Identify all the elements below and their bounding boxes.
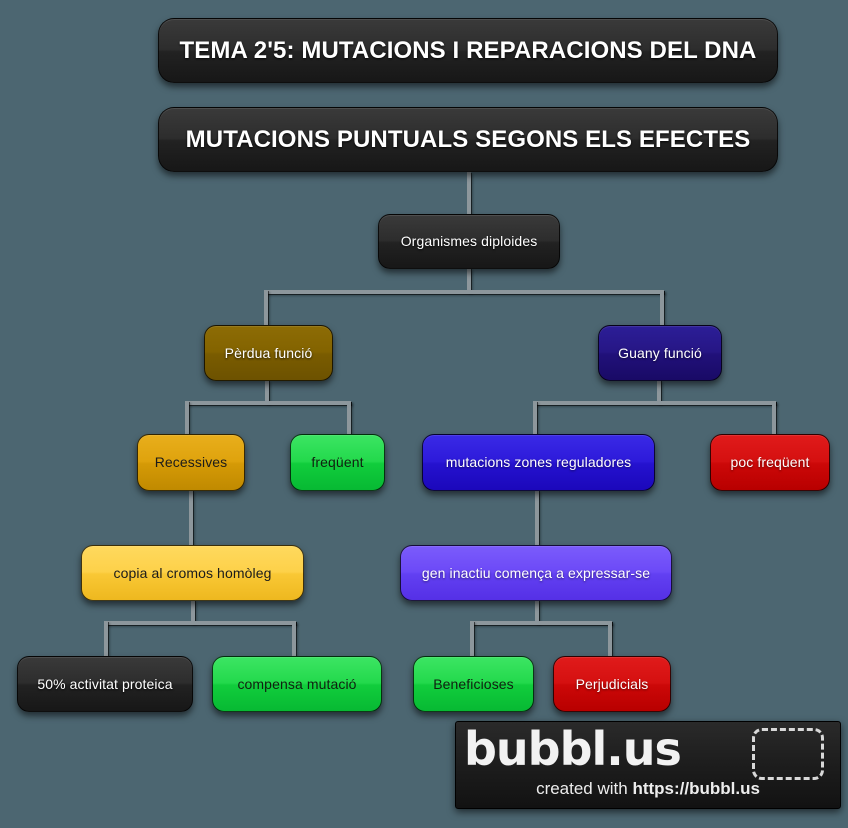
node-organismes-diploides[interactable]: Organismes diploides: [378, 214, 560, 269]
node-perdua-funcio[interactable]: Pèrdua funció: [204, 325, 333, 381]
connector-root-stem: [467, 268, 471, 292]
node-gen-inactiu-expressar-label: gen inactiu comença a expressar-se: [421, 564, 651, 581]
connector-mutzones-to-geninactiu: [535, 490, 539, 545]
connector-header-to-root: [467, 172, 471, 214]
bubblus-logo: bubbl.us: [464, 722, 682, 776]
node-guany-funcio[interactable]: Guany funció: [598, 325, 722, 381]
node-gen-inactiu-expressar[interactable]: gen inactiu comença a expressar-se: [400, 545, 672, 601]
connector-perdua-stem: [265, 380, 269, 403]
node-guany-funcio-label: Guany funció: [618, 344, 702, 361]
title-box-tema[interactable]: TEMA 2'5: MUTACIONS I REPARACIONS DEL DN…: [158, 18, 778, 83]
connector-copia-to-compensa: [292, 621, 296, 656]
connector-geninactiu-bar: [470, 621, 612, 625]
connector-geninactiu-to-beneficioses: [470, 621, 474, 656]
node-recessives[interactable]: Recessives: [137, 434, 245, 491]
node-recessives-label: Recessives: [154, 454, 228, 471]
node-50-activitat-proteica-label: 50% activitat proteica: [37, 675, 173, 692]
connector-copia-bar: [104, 621, 296, 625]
connector-root-bar: [264, 290, 664, 294]
node-perjudicials[interactable]: Perjudicials: [553, 656, 671, 712]
dashed-selection-icon: [752, 728, 824, 780]
connector-perdua-to-recessives: [185, 401, 189, 435]
node-copia-cromos-homoleg-label: copia al cromos homòleg: [113, 564, 272, 581]
title-box-tema-label: TEMA 2'5: MUTACIONS I REPARACIONS DEL DN…: [179, 36, 757, 64]
connector-guany-to-pocfreq: [772, 401, 776, 435]
bubblus-created-with: created with https://bubbl.us: [456, 779, 840, 799]
connector-guany-bar: [533, 401, 776, 405]
connector-perdua-bar: [185, 401, 351, 405]
node-perdua-funcio-label: Pèrdua funció: [224, 344, 313, 361]
node-poc-frequent[interactable]: poc freqüent: [710, 434, 830, 491]
created-with-text: created with: [536, 779, 633, 798]
node-copia-cromos-homoleg[interactable]: copia al cromos homòleg: [81, 545, 304, 601]
connector-guany-to-mutzones: [533, 401, 537, 435]
node-organismes-diploides-label: Organismes diploides: [400, 233, 538, 250]
node-perjudicials-label: Perjudicials: [575, 675, 649, 692]
node-compensa-mutacio-label: compensa mutació: [237, 675, 357, 692]
node-50-activitat-proteica[interactable]: 50% activitat proteica: [17, 656, 193, 712]
connector-root-to-guany: [660, 290, 664, 325]
connector-geninactiu-stem: [535, 600, 539, 623]
connector-geninactiu-to-perjudicials: [608, 621, 612, 656]
title-box-mutacions-puntuals[interactable]: MUTACIONS PUNTUALS SEGONS ELS EFECTES: [158, 107, 778, 172]
bubblus-url[interactable]: https://bubbl.us: [632, 779, 760, 798]
node-mutacions-zones-reguladores-label: mutacions zones reguladores: [445, 454, 632, 471]
node-mutacions-zones-reguladores[interactable]: mutacions zones reguladores: [422, 434, 655, 491]
connector-recessives-to-copia: [189, 490, 193, 545]
node-beneficioses[interactable]: Beneficioses: [413, 656, 534, 712]
node-compensa-mutacio[interactable]: compensa mutació: [212, 656, 382, 712]
connector-guany-stem: [657, 380, 661, 403]
node-poc-frequent-label: poc freqüent: [730, 454, 810, 471]
connector-copia-stem: [191, 600, 195, 623]
title-box-mutacions-puntuals-label: MUTACIONS PUNTUALS SEGONS ELS EFECTES: [185, 125, 751, 153]
connector-copia-to-activitat: [104, 621, 108, 656]
connector-perdua-to-frequent: [347, 401, 351, 435]
connector-root-to-perdua: [264, 290, 268, 325]
node-beneficioses-label: Beneficioses: [433, 675, 514, 692]
node-frequent-label: freqüent: [311, 454, 364, 471]
bubblus-watermark[interactable]: bubbl.us created with https://bubbl.us: [455, 721, 841, 809]
node-frequent[interactable]: freqüent: [290, 434, 385, 491]
